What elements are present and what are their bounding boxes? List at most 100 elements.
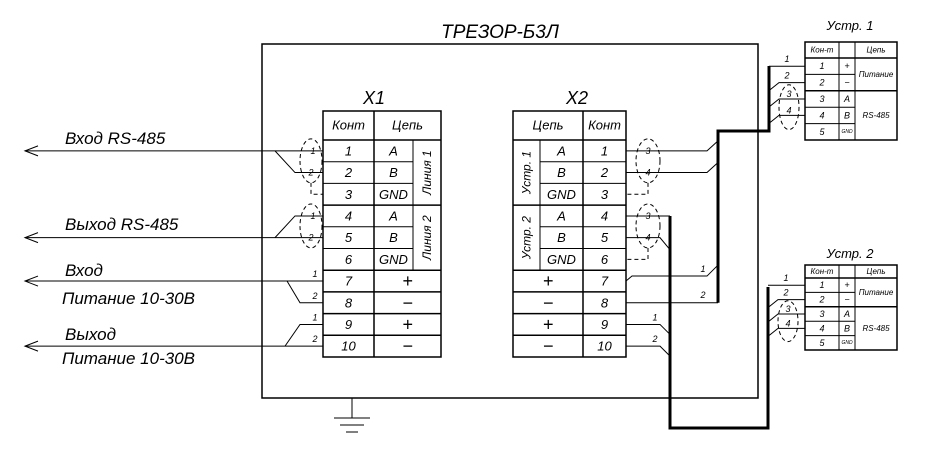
x1-shield-1-gnd <box>310 182 323 195</box>
device-shield <box>777 300 799 343</box>
x2-signal-5: B <box>557 230 566 245</box>
device-contact: 5 <box>819 338 825 348</box>
device2-title: Устр. 2 <box>826 246 875 261</box>
x1-shield-2 <box>299 203 323 249</box>
x1-shield-1 <box>299 138 323 184</box>
x2-contact-7: 7 <box>601 274 609 289</box>
power-in-wire-minus <box>286 280 323 304</box>
wire-num: 1 <box>312 269 317 279</box>
device-wire-3 <box>767 313 805 323</box>
x1-group-line1: Линия 1 <box>420 150 434 196</box>
x2-signal-6: GND <box>547 252 576 267</box>
wire-num: 3 <box>786 89 791 99</box>
device-contact: 1 <box>819 280 824 290</box>
x2-signal-8: − <box>543 293 554 313</box>
device-contact: 3 <box>819 94 824 104</box>
x2-label: X2 <box>565 88 588 108</box>
x1-signal-9: + <box>402 314 413 334</box>
rs485-out-label: Выход RS-485 <box>65 215 179 234</box>
wire-num: 1 <box>312 312 317 322</box>
device-contact: 4 <box>819 110 824 120</box>
wire-num: 1 <box>310 211 315 221</box>
wire-num: 4 <box>785 318 790 328</box>
device-signal: B <box>844 323 850 333</box>
power-in-label: Вход <box>65 261 103 280</box>
device-signal: GND <box>841 340 853 346</box>
x1-contact-3: 3 <box>345 187 353 202</box>
x2-table <box>512 110 627 358</box>
x2-shield-2 <box>635 203 661 249</box>
device-contact: 3 <box>819 309 824 319</box>
x2-contact-8: 8 <box>601 295 609 310</box>
x2-shield-1-gnd <box>626 182 649 195</box>
x1-group-line2: Линия 2 <box>420 215 434 261</box>
device-enclosure <box>261 43 759 399</box>
x2-contact-9: 9 <box>601 317 608 332</box>
x2-contact-5: 5 <box>601 230 609 245</box>
device-signal: GND <box>841 129 853 135</box>
x1-signal-4: A <box>388 208 398 223</box>
x2-signal-7: + <box>543 271 554 291</box>
device-rs485-label: RS-485 <box>862 324 890 333</box>
x1-signal-10: − <box>402 336 413 356</box>
device-signal: + <box>844 61 849 71</box>
x2-header-circuit: Цепь <box>533 118 564 133</box>
wire-num: 1 <box>700 264 705 274</box>
x1-contact-4: 4 <box>345 208 352 223</box>
x2-dev1-a-wire <box>626 140 719 152</box>
device-shield <box>778 84 800 131</box>
x1-header-circuit: Цепь <box>392 118 423 133</box>
x1-contact-5: 5 <box>345 230 353 245</box>
x2-contact-3: 3 <box>601 187 609 202</box>
x2-shield-2-gnd <box>626 247 649 260</box>
x2-signal-9: + <box>543 314 554 334</box>
power-out-sub-label: Питание 10-30В <box>62 349 195 368</box>
wire-num: 2 <box>311 291 317 301</box>
device1-title: Устр. 1 <box>826 18 874 33</box>
wire-num: 1 <box>652 312 657 322</box>
x1-contact-9: 9 <box>345 317 352 332</box>
x2-header-contact: Конт <box>588 118 621 133</box>
x1-label: X1 <box>362 88 385 108</box>
x2-signal-10: − <box>543 336 554 356</box>
x1-signal-5: B <box>389 230 398 245</box>
device-title: ТРЕЗОР-Б3Л <box>441 22 560 43</box>
wire-num: 2 <box>311 334 317 344</box>
x2-dev2-power-plus-wire <box>626 323 671 335</box>
x2-contact-4: 4 <box>601 208 608 223</box>
x2-contact-1: 1 <box>601 143 608 158</box>
device-signal: + <box>844 280 849 290</box>
wire-num: 1 <box>784 54 789 64</box>
wire-num: 2 <box>699 290 705 300</box>
device-header-contact: Кон-т <box>811 46 834 55</box>
device-wire-3 <box>768 98 805 108</box>
x1-signal-3: GND <box>379 187 408 202</box>
x2-contact-2: 2 <box>600 165 609 180</box>
device-wire-4 <box>767 327 805 337</box>
device-signal: − <box>844 295 849 305</box>
wire-num: 4 <box>645 233 650 243</box>
wire-num: 1 <box>310 146 315 156</box>
x1-contact-6: 6 <box>345 252 353 267</box>
x1-header-contact: Конт <box>332 118 365 133</box>
device-signal: − <box>844 78 849 88</box>
x1-signal-6: GND <box>379 252 408 267</box>
x1-table <box>322 110 442 358</box>
power-in-sub-label: Питание 10-30В <box>62 289 195 308</box>
x2-contact-10: 10 <box>597 339 612 354</box>
device-rs485-label: RS-485 <box>862 111 890 120</box>
x1-contact-8: 8 <box>345 295 353 310</box>
x2-group-dev2: Устр. 2 <box>520 216 534 261</box>
device-wire-2 <box>768 82 805 91</box>
x1-contact-7: 7 <box>345 274 353 289</box>
wire-num: 2 <box>307 168 313 178</box>
device-wire-4 <box>768 114 805 124</box>
x2-dev2-power-minus-wire <box>626 345 671 357</box>
x1-signal-1: A <box>388 143 398 158</box>
device-signal: A <box>843 94 850 104</box>
device-contact: 1 <box>819 61 824 71</box>
rs485-in-arrow-icon <box>23 145 39 157</box>
x1-contact-10: 10 <box>341 339 356 354</box>
x2-shield-1 <box>635 138 661 184</box>
